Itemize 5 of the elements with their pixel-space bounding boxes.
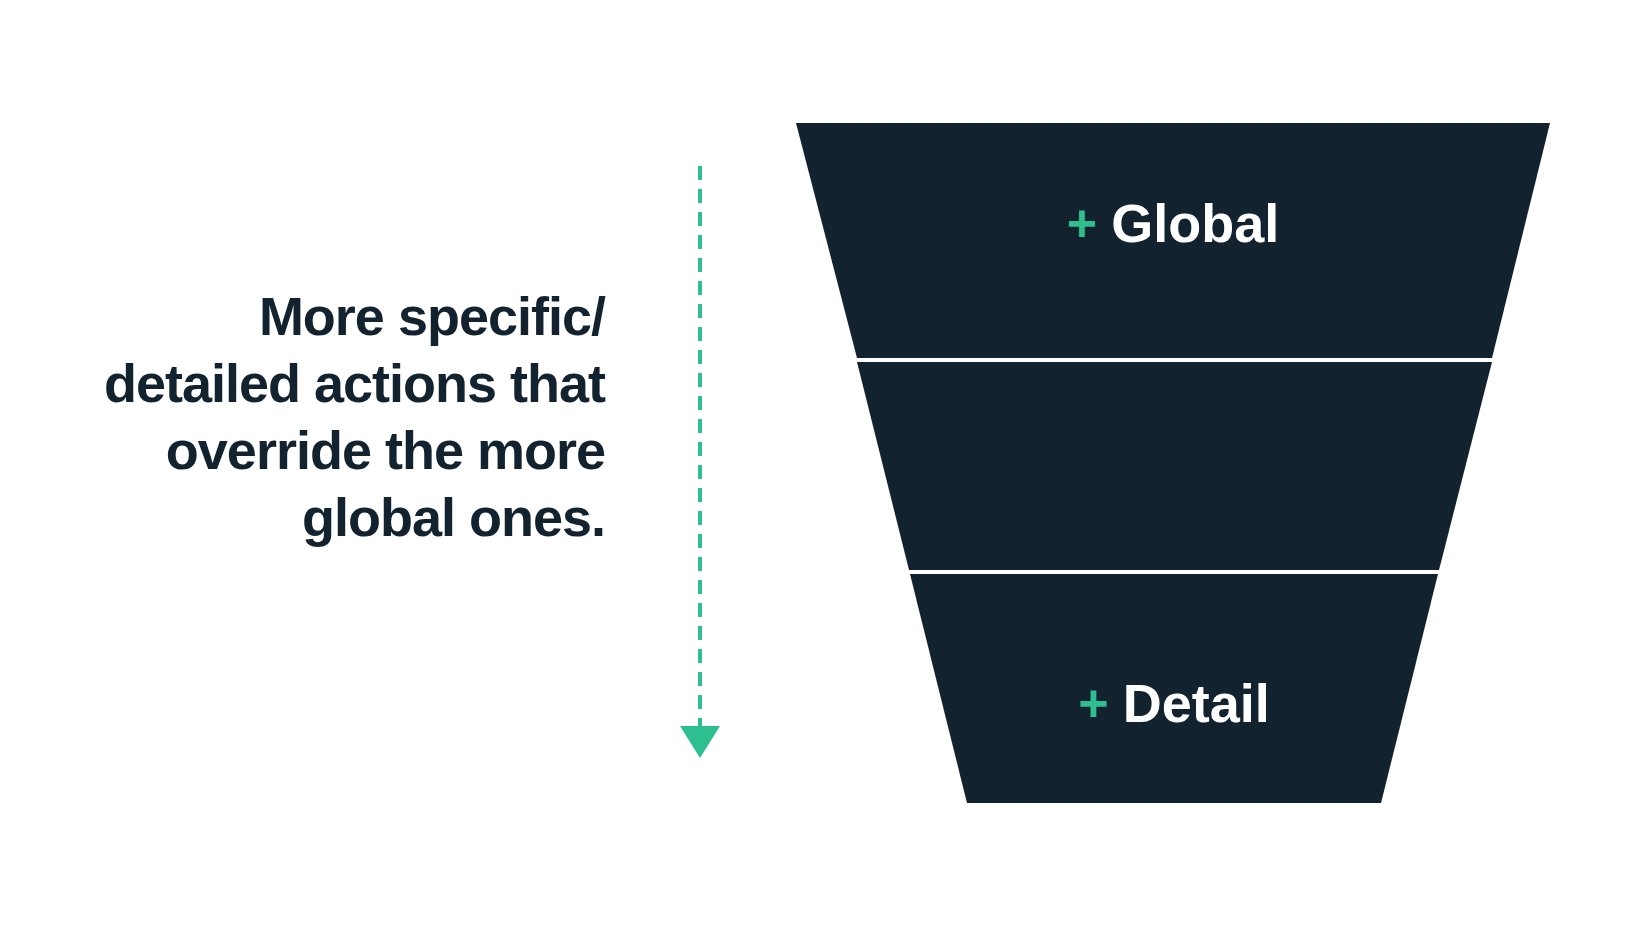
- plus-sign: +: [1066, 196, 1098, 249]
- band-label: Detail: [1122, 675, 1270, 730]
- description-text: More specific/ detailed actions that override the more global ones.: [102, 285, 605, 549]
- plus-sign: +: [1078, 676, 1109, 729]
- band-label: Global: [1111, 195, 1280, 250]
